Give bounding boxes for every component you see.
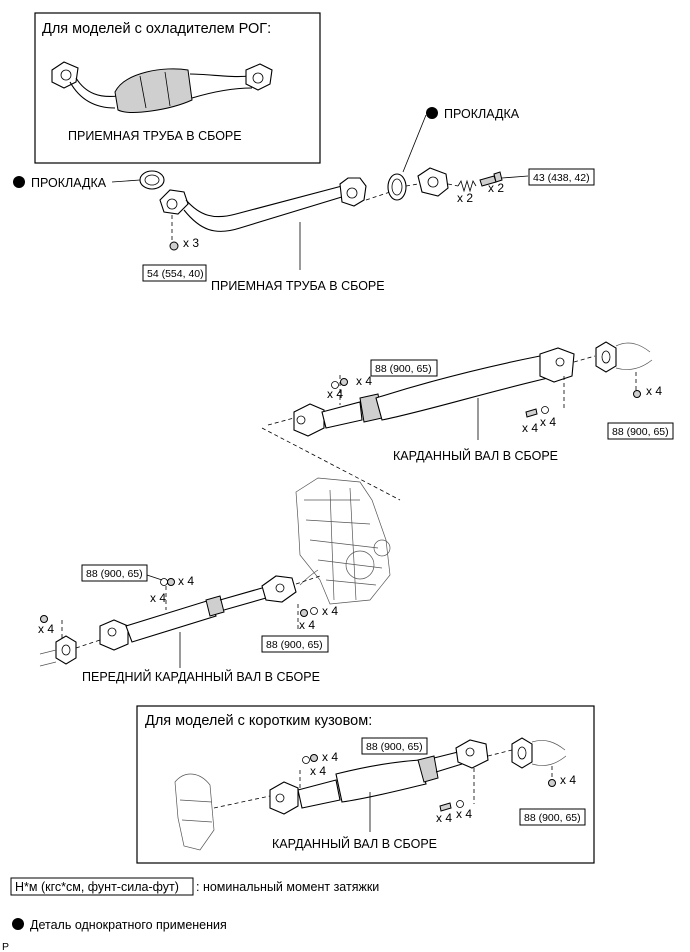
torque-box-88-c <box>81 564 148 582</box>
inset-box-short-title: Для моделей с коротким кузовом: <box>145 713 372 729</box>
multiplier-x4: x 4 <box>436 811 452 825</box>
multiplier-x4: x 4 <box>322 750 338 764</box>
torque-box-88-b <box>607 422 674 440</box>
non-reusable-mark <box>13 176 25 188</box>
transfer-case-sketch <box>295 477 391 605</box>
gasket-left-label: ПРОКЛАДКА <box>31 176 107 190</box>
legend-torque-box <box>10 877 194 896</box>
multiplier-x2-spring: x 2 <box>457 191 473 205</box>
multiplier-x4: x 4 <box>38 622 54 636</box>
torque-value-88-b: 88 (900, 65) <box>612 426 669 438</box>
inset-box-egr: Для моделей с охладителем РОГ: ПРИЕМНАЯ … <box>34 12 321 164</box>
spring-icon <box>457 179 477 193</box>
legend-torque-desc: : номинальный момент затяжки <box>196 880 379 894</box>
multiplier-x4: x 4 <box>560 773 576 787</box>
propeller-shaft-section: x 4 x 4 88 (900, 65) x 4 x 4 x 4 88 (900… <box>261 341 674 501</box>
inset-box-short-body: Для моделей с коротким кузовом: x 4 x 4 … <box>136 705 595 864</box>
torque-value-88-f: 88 (900, 65) <box>524 812 581 824</box>
torque-value-88-a: 88 (900, 65) <box>375 363 432 375</box>
torque-box-88-d <box>261 635 329 653</box>
bolt-icon <box>525 408 538 418</box>
torque-box-88-a <box>370 359 438 377</box>
torque-value-43: 43 (438, 42) <box>533 172 590 184</box>
multiplier-x4: x 4 <box>310 764 326 778</box>
inset-box-egr-title: Для моделей с охладителем РОГ: <box>42 21 271 37</box>
legend-torque-unit: Н*м (кгс*см, фунт-сила-фут) <box>15 880 179 894</box>
propeller-shaft-short-drawing <box>269 737 567 815</box>
front-diff-flange <box>55 635 77 665</box>
front-propeller-shaft-section: 88 (900, 65) x 4 x 4 x 4 x 4 x 4 88 (900… <box>38 564 338 684</box>
torque-value-88-d: 88 (900, 65) <box>266 639 323 651</box>
multiplier-x4: x 4 <box>322 604 338 618</box>
nut-icon <box>169 241 179 251</box>
multiplier-x3: x 3 <box>183 236 199 250</box>
torque-box-54 <box>142 264 207 282</box>
gasket-right-label: ПРОКЛАДКА <box>444 107 520 121</box>
gasket-left <box>139 170 165 190</box>
front-propeller-shaft-label: ПЕРЕДНИЙ КАРДАННЫЙ ВАЛ В СБОРЕ <box>82 669 320 684</box>
propeller-shaft-drawing <box>293 341 653 437</box>
multiplier-x4: x 4 <box>150 591 166 605</box>
torque-box-88-f <box>519 808 586 826</box>
inset-front-pipe-drawing <box>51 61 273 113</box>
multiplier-x4: x 4 <box>178 574 194 588</box>
torque-value-88-c: 88 (900, 65) <box>86 568 143 580</box>
multiplier-x2-bolt: x 2 <box>488 181 504 195</box>
front-pipe-section: ПРОКЛАДКА x 3 54 (554, 40) ПРИЕМНАЯ ТРУБ… <box>13 107 595 293</box>
multiplier-x4: x 4 <box>356 374 372 388</box>
propeller-shaft-label: КАРДАННЫЙ ВАЛ В СБОРЕ <box>393 448 558 463</box>
multiplier-x4: x 4 <box>456 807 472 821</box>
corner-code: P <box>2 941 9 952</box>
exhaust-flange <box>417 167 449 197</box>
front-pipe-label: ПРИЕМНАЯ ТРУБА В СБОРЕ <box>211 279 385 293</box>
multiplier-x4: x 4 <box>646 384 662 398</box>
front-pipe-drawing <box>159 177 391 232</box>
torque-box-43 <box>528 168 595 186</box>
multiplier-x4: x 4 <box>327 387 343 401</box>
multiplier-x4: x 4 <box>522 421 538 435</box>
legend: Н*м (кгс*см, фунт-сила-фут) : номинальны… <box>2 877 379 952</box>
non-reusable-mark <box>12 918 24 930</box>
torque-box-88-e <box>361 737 428 755</box>
multiplier-x4: x 4 <box>299 618 315 632</box>
torque-value-54: 54 (554, 40) <box>147 268 204 280</box>
multiplier-x4: x 4 <box>540 415 556 429</box>
legend-non-reusable: Деталь однократного применения <box>30 918 227 932</box>
front-propeller-shaft-drawing <box>99 575 321 651</box>
torque-value-88-e: 88 (900, 65) <box>366 741 423 753</box>
non-reusable-mark <box>426 107 438 119</box>
inset-front-pipe-label: ПРИЕМНАЯ ТРУБА В СБОРЕ <box>68 129 242 143</box>
gasket-right <box>387 173 407 201</box>
propeller-shaft-short-label: КАРДАННЫЙ ВАЛ В СБОРЕ <box>272 836 437 851</box>
